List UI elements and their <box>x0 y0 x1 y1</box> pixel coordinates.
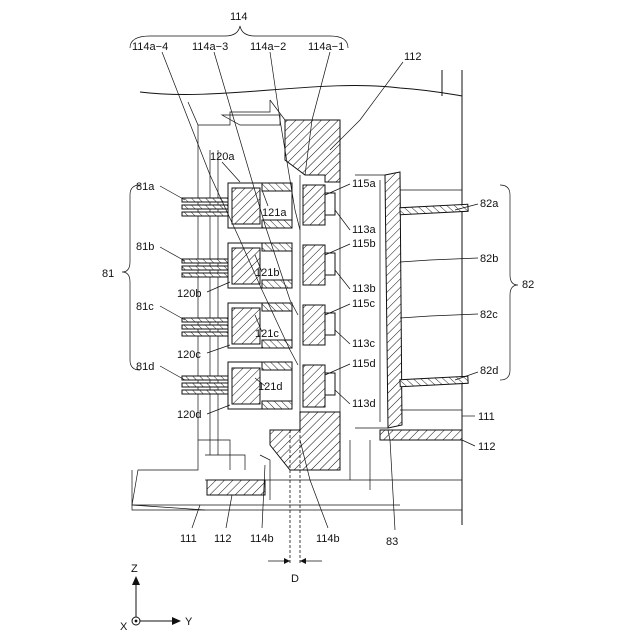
label-81b: 81b <box>136 241 154 253</box>
component-112-lower-right <box>350 430 462 490</box>
label-115d: 115d <box>352 358 376 370</box>
label-81: 81 <box>102 268 114 280</box>
label-82: 82 <box>522 279 534 291</box>
label-114: 114 <box>230 11 248 23</box>
label-113c: 113c <box>352 338 376 350</box>
label-82a: 82a <box>480 198 499 210</box>
label-121b: 121b <box>255 267 279 279</box>
label-120a: 120a <box>210 151 235 163</box>
label-114a-4: 114a−4 <box>132 41 168 53</box>
label-114b-right: 114b <box>316 533 340 545</box>
label-114a-2: 114a−2 <box>250 41 286 53</box>
label-120c: 120c <box>177 349 201 361</box>
label-121a: 121a <box>262 207 287 219</box>
label-D: D <box>291 573 299 585</box>
label-115a: 115a <box>352 178 377 190</box>
label-112-bottom: 112 <box>214 533 232 545</box>
label-82b: 82b <box>480 253 498 265</box>
pin-81d <box>182 376 230 394</box>
pin-81b <box>182 259 230 277</box>
pin-81a <box>182 198 230 216</box>
label-114a-3: 114a−3 <box>192 41 228 53</box>
label-112-top: 112 <box>404 51 422 63</box>
label-121d: 121d <box>258 381 282 393</box>
label-115b: 115b <box>352 238 376 250</box>
label-111-right: 111 <box>478 411 495 423</box>
label-83: 83 <box>386 536 398 548</box>
label-113b: 113b <box>352 283 376 295</box>
axis-indicator <box>132 576 181 625</box>
axis-label-x: X <box>120 621 128 633</box>
label-114b-left: 114b <box>250 533 274 545</box>
label-81c: 81c <box>136 301 154 313</box>
component-114b-block <box>207 412 340 500</box>
label-121c: 121c <box>255 328 279 340</box>
label-81a: 81a <box>136 181 155 193</box>
pin-group-82 <box>400 190 468 410</box>
label-114a-1: 114a−1 <box>308 41 344 53</box>
label-81d: 81d <box>136 361 154 373</box>
label-113d: 113d <box>352 398 376 410</box>
pin-81c <box>182 318 230 336</box>
label-82c: 82c <box>480 309 498 321</box>
axis-label-y: Y <box>185 616 193 628</box>
label-120b: 120b <box>177 288 201 300</box>
label-111-bottom: 111 <box>180 533 197 545</box>
label-82d: 82d <box>480 365 498 377</box>
label-115c: 115c <box>352 298 376 310</box>
axis-label-z: Z <box>131 563 138 575</box>
label-112-right: 112 <box>478 441 496 453</box>
center-column <box>300 175 340 415</box>
label-113a: 113a <box>352 224 377 236</box>
label-120d: 120d <box>177 409 201 421</box>
